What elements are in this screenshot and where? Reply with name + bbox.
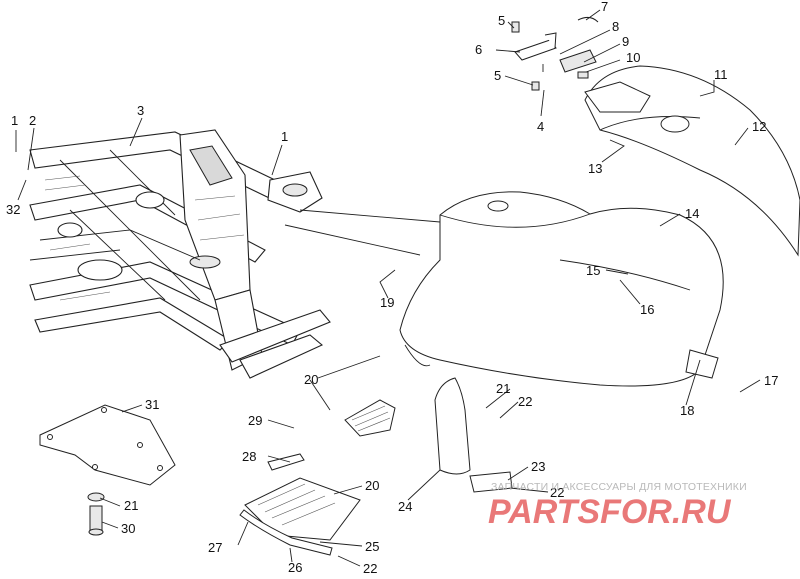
callout-17: 17 xyxy=(764,373,778,388)
front-fender xyxy=(584,65,800,257)
callout-25: 25 xyxy=(365,539,379,554)
leader-lines xyxy=(15,9,761,567)
callout-22c: 22 xyxy=(363,561,377,574)
callout-3: 3 xyxy=(137,103,144,118)
callout-22: 22 xyxy=(518,394,532,409)
watermark-subtitle: ЗАПЧАСТИ И АКСЕССУАРЫ ДЛЯ МОТОТЕХНИКИ xyxy=(491,481,747,493)
callout-5b: 5 xyxy=(494,68,501,83)
footrest-assembly xyxy=(239,399,396,556)
callout-19: 19 xyxy=(380,295,394,310)
callout-8: 8 xyxy=(612,19,619,34)
mount-hardware xyxy=(511,16,599,91)
callout-29: 29 xyxy=(248,413,262,428)
callout-4: 4 xyxy=(537,119,544,134)
callout-20: 20 xyxy=(304,372,318,387)
callout-12: 12 xyxy=(752,119,766,134)
callout-labels: 1 2 3 1 32 5 6 7 8 9 10 5 4 11 12 13 14 … xyxy=(6,0,778,576)
watermark: ЗАПЧАСТИ И АКСЕССУАРЫ ДЛЯ МОТОТЕХНИКИ PA… xyxy=(488,481,747,531)
callout-7: 7 xyxy=(601,0,608,14)
callout-14: 14 xyxy=(685,206,699,221)
callout-15: 15 xyxy=(586,263,600,278)
callout-26: 26 xyxy=(288,560,302,574)
callout-21: 21 xyxy=(496,381,510,396)
callout-1: 1 xyxy=(11,113,18,128)
callout-28: 28 xyxy=(242,449,256,464)
callout-1b: 1 xyxy=(281,129,288,144)
callout-11: 11 xyxy=(714,67,728,82)
watermark-logo: PARTSFOR.RU xyxy=(488,493,732,531)
callout-22b: 22 xyxy=(550,485,564,500)
callout-18: 18 xyxy=(680,403,694,418)
callout-2: 2 xyxy=(29,113,36,128)
skid-plate xyxy=(39,404,176,536)
callout-10: 10 xyxy=(626,50,640,65)
callout-21b: 21 xyxy=(124,498,138,513)
callout-32: 32 xyxy=(6,202,20,217)
callout-5: 5 xyxy=(498,13,505,28)
callout-16: 16 xyxy=(640,302,654,317)
rear-fender xyxy=(399,191,724,387)
callout-27: 27 xyxy=(208,540,222,555)
mud-flap xyxy=(434,377,513,493)
callout-31: 31 xyxy=(145,397,159,412)
callout-23: 23 xyxy=(531,459,545,474)
callout-13: 13 xyxy=(588,161,602,176)
frame-assembly xyxy=(29,129,331,379)
callout-9: 9 xyxy=(622,34,629,49)
callout-30: 30 xyxy=(121,521,135,536)
callout-6: 6 xyxy=(475,42,482,57)
callout-20b: 20 xyxy=(365,478,379,493)
callout-24: 24 xyxy=(398,499,412,514)
